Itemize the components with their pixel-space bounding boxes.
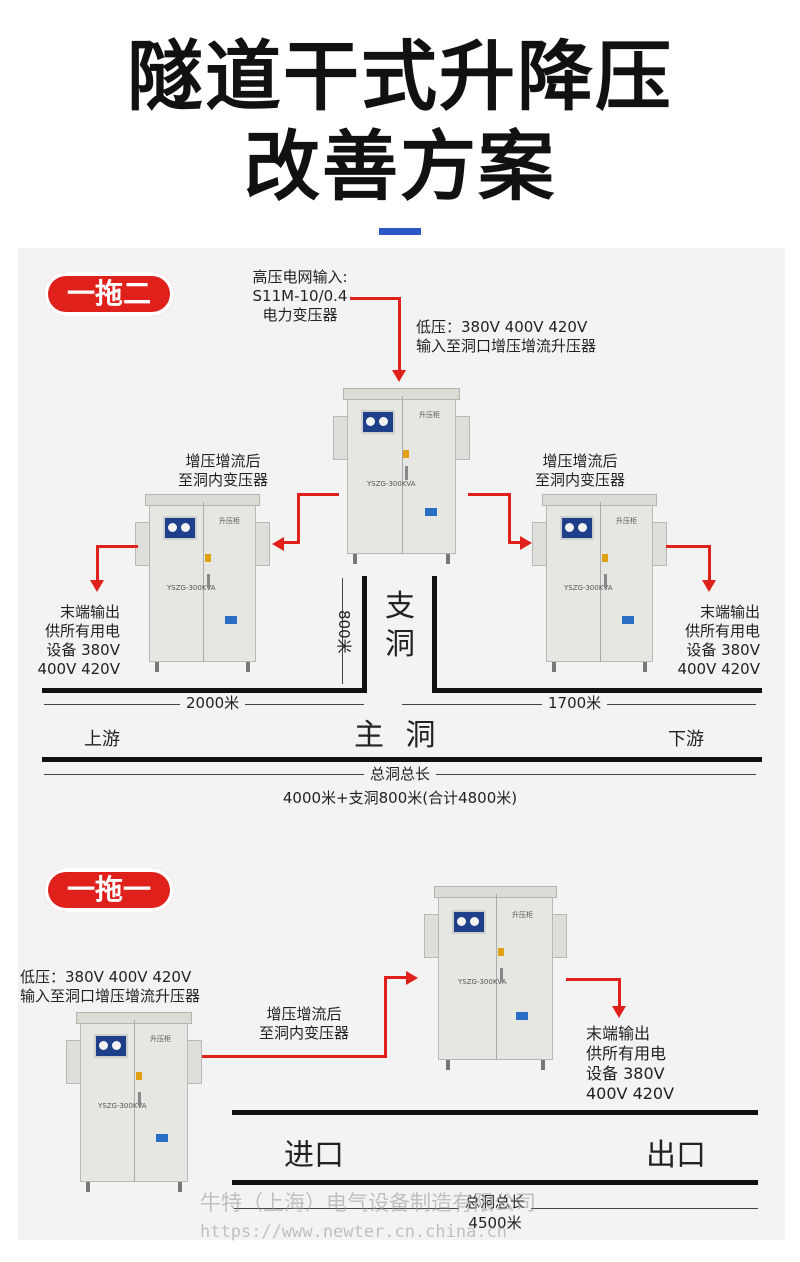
branch-road-right xyxy=(432,576,437,692)
arrow-boost-v xyxy=(384,976,387,1058)
arrowhead-center-right xyxy=(520,536,532,550)
arrow-end-right-h xyxy=(666,545,710,548)
transformer-cabinet-lower: 升压柜 YSZG-300KVA xyxy=(424,886,567,1070)
arrowhead-center-left xyxy=(272,537,284,551)
arrow-center-left-h xyxy=(299,493,339,496)
dist-left-text: 2000米 xyxy=(180,694,246,713)
arrow-center-right-v xyxy=(508,493,511,543)
arrowhead-end-left xyxy=(90,580,104,592)
arrow-boost-top xyxy=(384,976,406,979)
watermark-url: https://www.newter.cn.china.cn xyxy=(200,1222,508,1242)
arrow-end-left-h xyxy=(96,545,138,548)
title-underline xyxy=(379,228,421,235)
branch-length-text: 800米 xyxy=(335,610,353,654)
transformer-cabinet-left: 升压柜 YSZG-300KVA xyxy=(135,494,270,672)
tunnel-road-bottom xyxy=(232,1180,758,1185)
upstream-label: 上游 xyxy=(84,729,120,750)
exit-label: 出口 xyxy=(646,1138,706,1173)
boost-right-text: 增压增流后至洞内变压器 xyxy=(534,452,625,489)
arrowhead-end-right xyxy=(702,580,716,592)
booster-cabinet-lower: 升压柜 YSZG-300KVA xyxy=(66,1012,202,1192)
boost-text-2: 增压增流后至洞内变压器 xyxy=(258,1005,349,1042)
main-road-bottom xyxy=(42,757,762,762)
main-road-top-right xyxy=(432,688,762,693)
arrow-boost-h xyxy=(202,1055,386,1058)
arrow-center-right-h xyxy=(468,493,510,496)
tunnel-road-top xyxy=(232,1110,758,1115)
arrow-center-left-v xyxy=(297,493,300,543)
branch-road-left xyxy=(362,576,367,692)
watermark-company: 牛特（上海）电气设备制造有限公司 xyxy=(200,1191,536,1215)
arrow-grid-h xyxy=(350,297,400,300)
badge-one-to-one: 一拖一 xyxy=(44,868,174,912)
page-title-line2: 改善方案 xyxy=(244,122,556,211)
dist-right-text: 1700米 xyxy=(542,694,608,713)
branch-tunnel-label: 支洞 xyxy=(385,589,415,662)
arrow-end-2-h xyxy=(566,978,620,981)
boost-left-text: 增压增流后至洞内变压器 xyxy=(177,452,268,489)
total-text-2: 总洞总长 xyxy=(400,1193,590,1212)
main-road-top-left xyxy=(42,688,367,693)
total-value-1: 4000米+支洞800米(合计4800米) xyxy=(282,789,518,807)
page-title-line1: 隧道干式升降压 xyxy=(127,32,673,121)
arrow-end-2-v xyxy=(618,978,621,1008)
arrowhead-boost xyxy=(406,971,418,985)
downstream-label: 下游 xyxy=(668,729,704,750)
total-text-1: 总洞总长 xyxy=(0,765,800,784)
branch-dimension-line xyxy=(342,578,343,684)
entrance-label: 进口 xyxy=(284,1138,344,1173)
arrow-end-right-v xyxy=(708,545,711,581)
main-tunnel-label: 主 洞 xyxy=(354,718,442,753)
arrow-center-left-tail xyxy=(284,541,300,544)
grid-input-text: 高压电网输入: S11M-10/0.4 电力变压器 xyxy=(252,268,348,324)
arrow-center-right-tail xyxy=(508,541,520,544)
badge-one-to-two: 一拖二 xyxy=(44,272,174,316)
arrow-grid-v xyxy=(398,297,401,372)
total-value-2: 4500米 xyxy=(468,1214,522,1232)
arrowhead-end-2 xyxy=(612,1006,626,1018)
arrowhead-grid xyxy=(392,370,406,382)
arrow-end-left-v xyxy=(96,545,99,581)
low-voltage-text-1: 低压：380V 400V 420V 输入至洞口增压增流升压器 xyxy=(416,318,597,355)
transformer-cabinet-right: 升压柜 YSZG-300KVA xyxy=(532,494,667,672)
booster-cabinet-center: 升压柜 YSZG-300KVA xyxy=(333,388,470,564)
